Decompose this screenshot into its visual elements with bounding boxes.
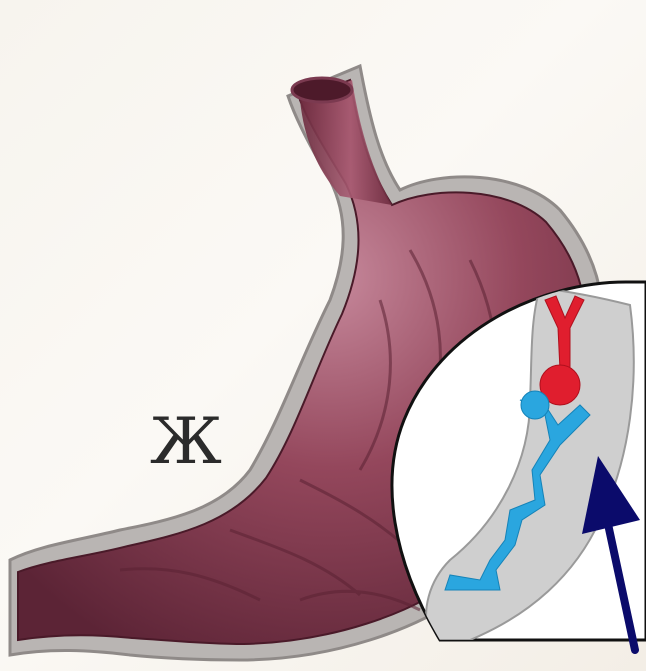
esophagus-opening	[292, 78, 352, 102]
diagram-letter-label: Ж	[150, 410, 222, 474]
